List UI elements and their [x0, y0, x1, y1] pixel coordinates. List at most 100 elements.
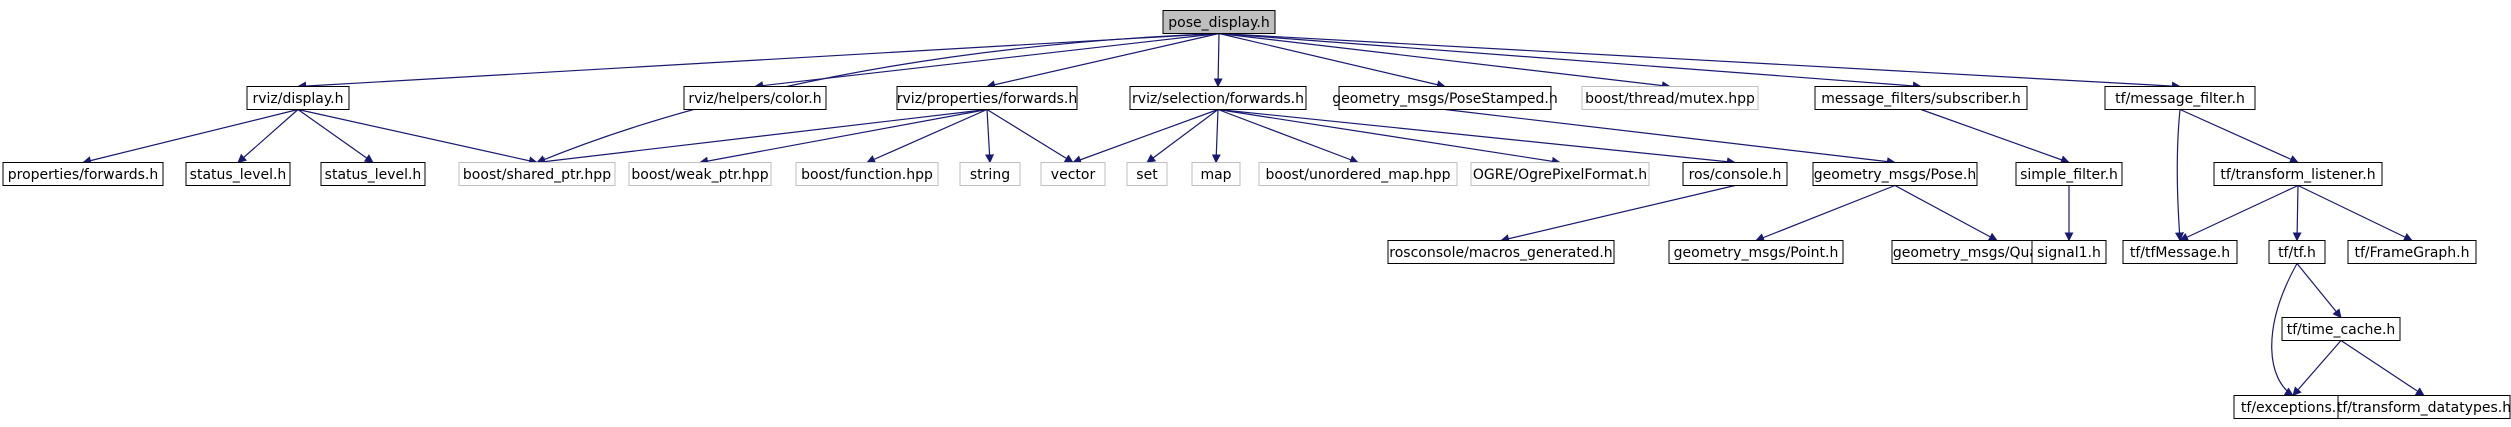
edge-rviz_sel_fwd-to-boost_unordered_map — [1217, 108, 1359, 164]
edge-mf_subscriber-to-simple_filter — [1920, 108, 2070, 165]
node-box — [1387, 240, 1615, 264]
node-tf_tf[interactable]: tf/tf.h — [2268, 240, 2326, 264]
node-rviz_color[interactable]: rviz/helpers/color.h — [683, 86, 827, 110]
edge-rviz_display-to-boost_shared_ptr — [297, 108, 538, 166]
node-label: map — [1200, 167, 1231, 183]
node-vector: vector — [1040, 162, 1106, 186]
edge-rviz_sel_fwd-to-set — [1146, 109, 1219, 164]
node-map: map — [1191, 162, 1241, 186]
edge-gm_pose-to-gm_point — [1755, 184, 1896, 242]
node-gm_point[interactable]: geometry_msgs/Point.h — [1668, 240, 1844, 264]
node-label: geometry_msgs/PoseStamped.h — [1332, 91, 1557, 107]
node-box — [1126, 162, 1168, 186]
node-mf_subscriber[interactable]: message_filters/subscriber.h — [1814, 86, 2028, 110]
node-box — [1812, 162, 1978, 186]
node-box — [795, 162, 939, 186]
edge-rviz_sel_fwd-to-vector — [1072, 108, 1219, 164]
node-label: rviz/display.h — [252, 91, 343, 107]
edge-pose_display-to-rviz_prop_fwd — [986, 32, 1220, 90]
node-tf_message_filter[interactable]: tf/message_filter.h — [2104, 86, 2256, 110]
edge-rviz_prop_fwd-to-boost_weak_ptr — [699, 108, 988, 166]
edge-rviz_prop_fwd-to-vector — [986, 108, 1074, 164]
node-label: OGRE/OgrePixelFormat.h — [1473, 167, 1647, 183]
node-label: geometry_msgs/Pose.h — [1814, 167, 1976, 183]
node-ros_console[interactable]: ros/console.h — [1682, 162, 1788, 186]
node-label: tf/tfMessage.h — [2130, 245, 2230, 261]
edge-rviz_display-to-status_level_b — [297, 109, 374, 164]
edge-tf_tf-to-tf_time_cache — [2296, 263, 2342, 319]
node-box — [2104, 86, 2256, 110]
node-box — [2213, 162, 2383, 186]
node-rviz_display[interactable]: rviz/display.h — [246, 86, 350, 110]
node-label: vector — [1051, 167, 1096, 183]
node-simple_filter[interactable]: simple_filter.h — [2015, 162, 2123, 186]
node-label: signal1.h — [2037, 245, 2101, 261]
edges-layer — [82, 32, 2425, 397]
node-label: tf/transform_listener.h — [2220, 167, 2375, 183]
edge-gm_pose-to-gm_quaternion — [1894, 184, 1998, 242]
node-box — [1338, 86, 1552, 110]
edge-rviz_sel_fwd-to-ros_console — [1217, 108, 1736, 167]
node-tf_transform_datatypes[interactable]: tf/transform_datatypes.h — [2337, 395, 2511, 419]
node-label: boost/unordered_map.hpp — [1266, 167, 1451, 183]
edge-rviz_prop_fwd-to-boost_function — [866, 108, 988, 164]
node-label: boost/thread/mutex.hpp — [1585, 91, 1755, 107]
node-ogre_pixel_format: OGRE/OgrePixelFormat.h — [1470, 162, 1650, 186]
node-box — [2337, 395, 2511, 419]
node-box — [2122, 240, 2238, 264]
node-box — [1129, 86, 1307, 110]
node-label: boost/function.hpp — [801, 167, 933, 183]
edge-rviz_sel_fwd-to-map — [1211, 109, 1221, 164]
edge-rviz_sel_fwd-to-ogre_pixel_format — [1217, 108, 1561, 166]
node-box — [2268, 240, 2326, 264]
node-signal1[interactable]: signal1.h — [2031, 240, 2107, 264]
node-box — [959, 162, 1021, 186]
node-box — [683, 86, 827, 110]
edge-pose_display-to-rviz_color — [754, 32, 1220, 91]
node-boost_mutex: boost/thread/mutex.hpp — [1581, 86, 1759, 110]
node-label: geometry_msgs/Point.h — [1674, 245, 1839, 261]
node-box — [1682, 162, 1788, 186]
edge-pose_display-to-boost_mutex — [1218, 32, 1671, 91]
node-rviz_prop_fwd[interactable]: rviz/properties/forwards.h — [896, 86, 1078, 110]
node-pose_display[interactable]: pose_display.h — [1162, 10, 1276, 34]
node-prop_fwd[interactable]: properties/forwards.h — [2, 162, 164, 186]
node-tf_time_cache[interactable]: tf/time_cache.h — [2281, 317, 2401, 341]
node-box — [896, 86, 1078, 110]
node-box — [320, 162, 426, 186]
node-tf_exceptions[interactable]: tf/exceptions.h — [2233, 395, 2353, 419]
node-box — [2347, 240, 2477, 264]
edge-pose_display-to-rviz_display — [297, 32, 1220, 91]
edge-pose_display-to-tf_message_filter — [1218, 32, 2181, 91]
edge-rviz_prop_fwd-to-string — [985, 109, 995, 164]
node-box — [628, 162, 772, 186]
node-box — [1162, 10, 1276, 34]
node-boost_weak_ptr: boost/weak_ptr.hpp — [628, 162, 772, 186]
node-tf_transform_listener[interactable]: tf/transform_listener.h — [2213, 162, 2383, 186]
node-label: rviz/properties/forwards.h — [897, 91, 1077, 107]
node-box — [1581, 86, 1759, 110]
node-box — [1258, 162, 1458, 186]
node-gm_pose_stamped[interactable]: geometry_msgs/PoseStamped.h — [1332, 86, 1558, 110]
edge-tf_transform_listener-to-tf_tfmessage — [2179, 184, 2299, 242]
node-box — [2015, 162, 2123, 186]
node-box — [2281, 317, 2401, 341]
node-tf_tfmessage[interactable]: tf/tfMessage.h — [2122, 240, 2238, 264]
node-label: boost/shared_ptr.hpp — [463, 167, 611, 183]
node-label: boost/weak_ptr.hpp — [631, 167, 768, 183]
node-status_level_b[interactable]: status_level.h — [320, 162, 426, 186]
node-rviz_sel_fwd[interactable]: rviz/selection/forwards.h — [1129, 86, 1307, 110]
node-label: string — [970, 167, 1010, 183]
node-tf_framegraph[interactable]: tf/FrameGraph.h — [2347, 240, 2477, 264]
node-status_level_a[interactable]: status_level.h — [185, 162, 291, 186]
node-label: rviz/selection/forwards.h — [1132, 91, 1304, 107]
node-rosconsole_macros[interactable]: rosconsole/macros_generated.h — [1387, 240, 1615, 264]
edge-rviz_prop_fwd-to-boost_shared_ptr — [536, 108, 988, 167]
node-label: tf/FrameGraph.h — [2354, 245, 2469, 261]
node-label: tf/transform_datatypes.h — [2337, 400, 2511, 416]
nodes-layer: pose_display.h rviz/display.h rviz/helpers… — [2, 10, 2511, 419]
edge-tf_time_cache-to-tf_exceptions — [2292, 340, 2342, 397]
node-gm_pose[interactable]: geometry_msgs/Pose.h — [1812, 162, 1978, 186]
node-label: rviz/helpers/color.h — [688, 91, 821, 107]
edge-pose_display-to-rviz_sel_fwd — [1213, 33, 1223, 88]
